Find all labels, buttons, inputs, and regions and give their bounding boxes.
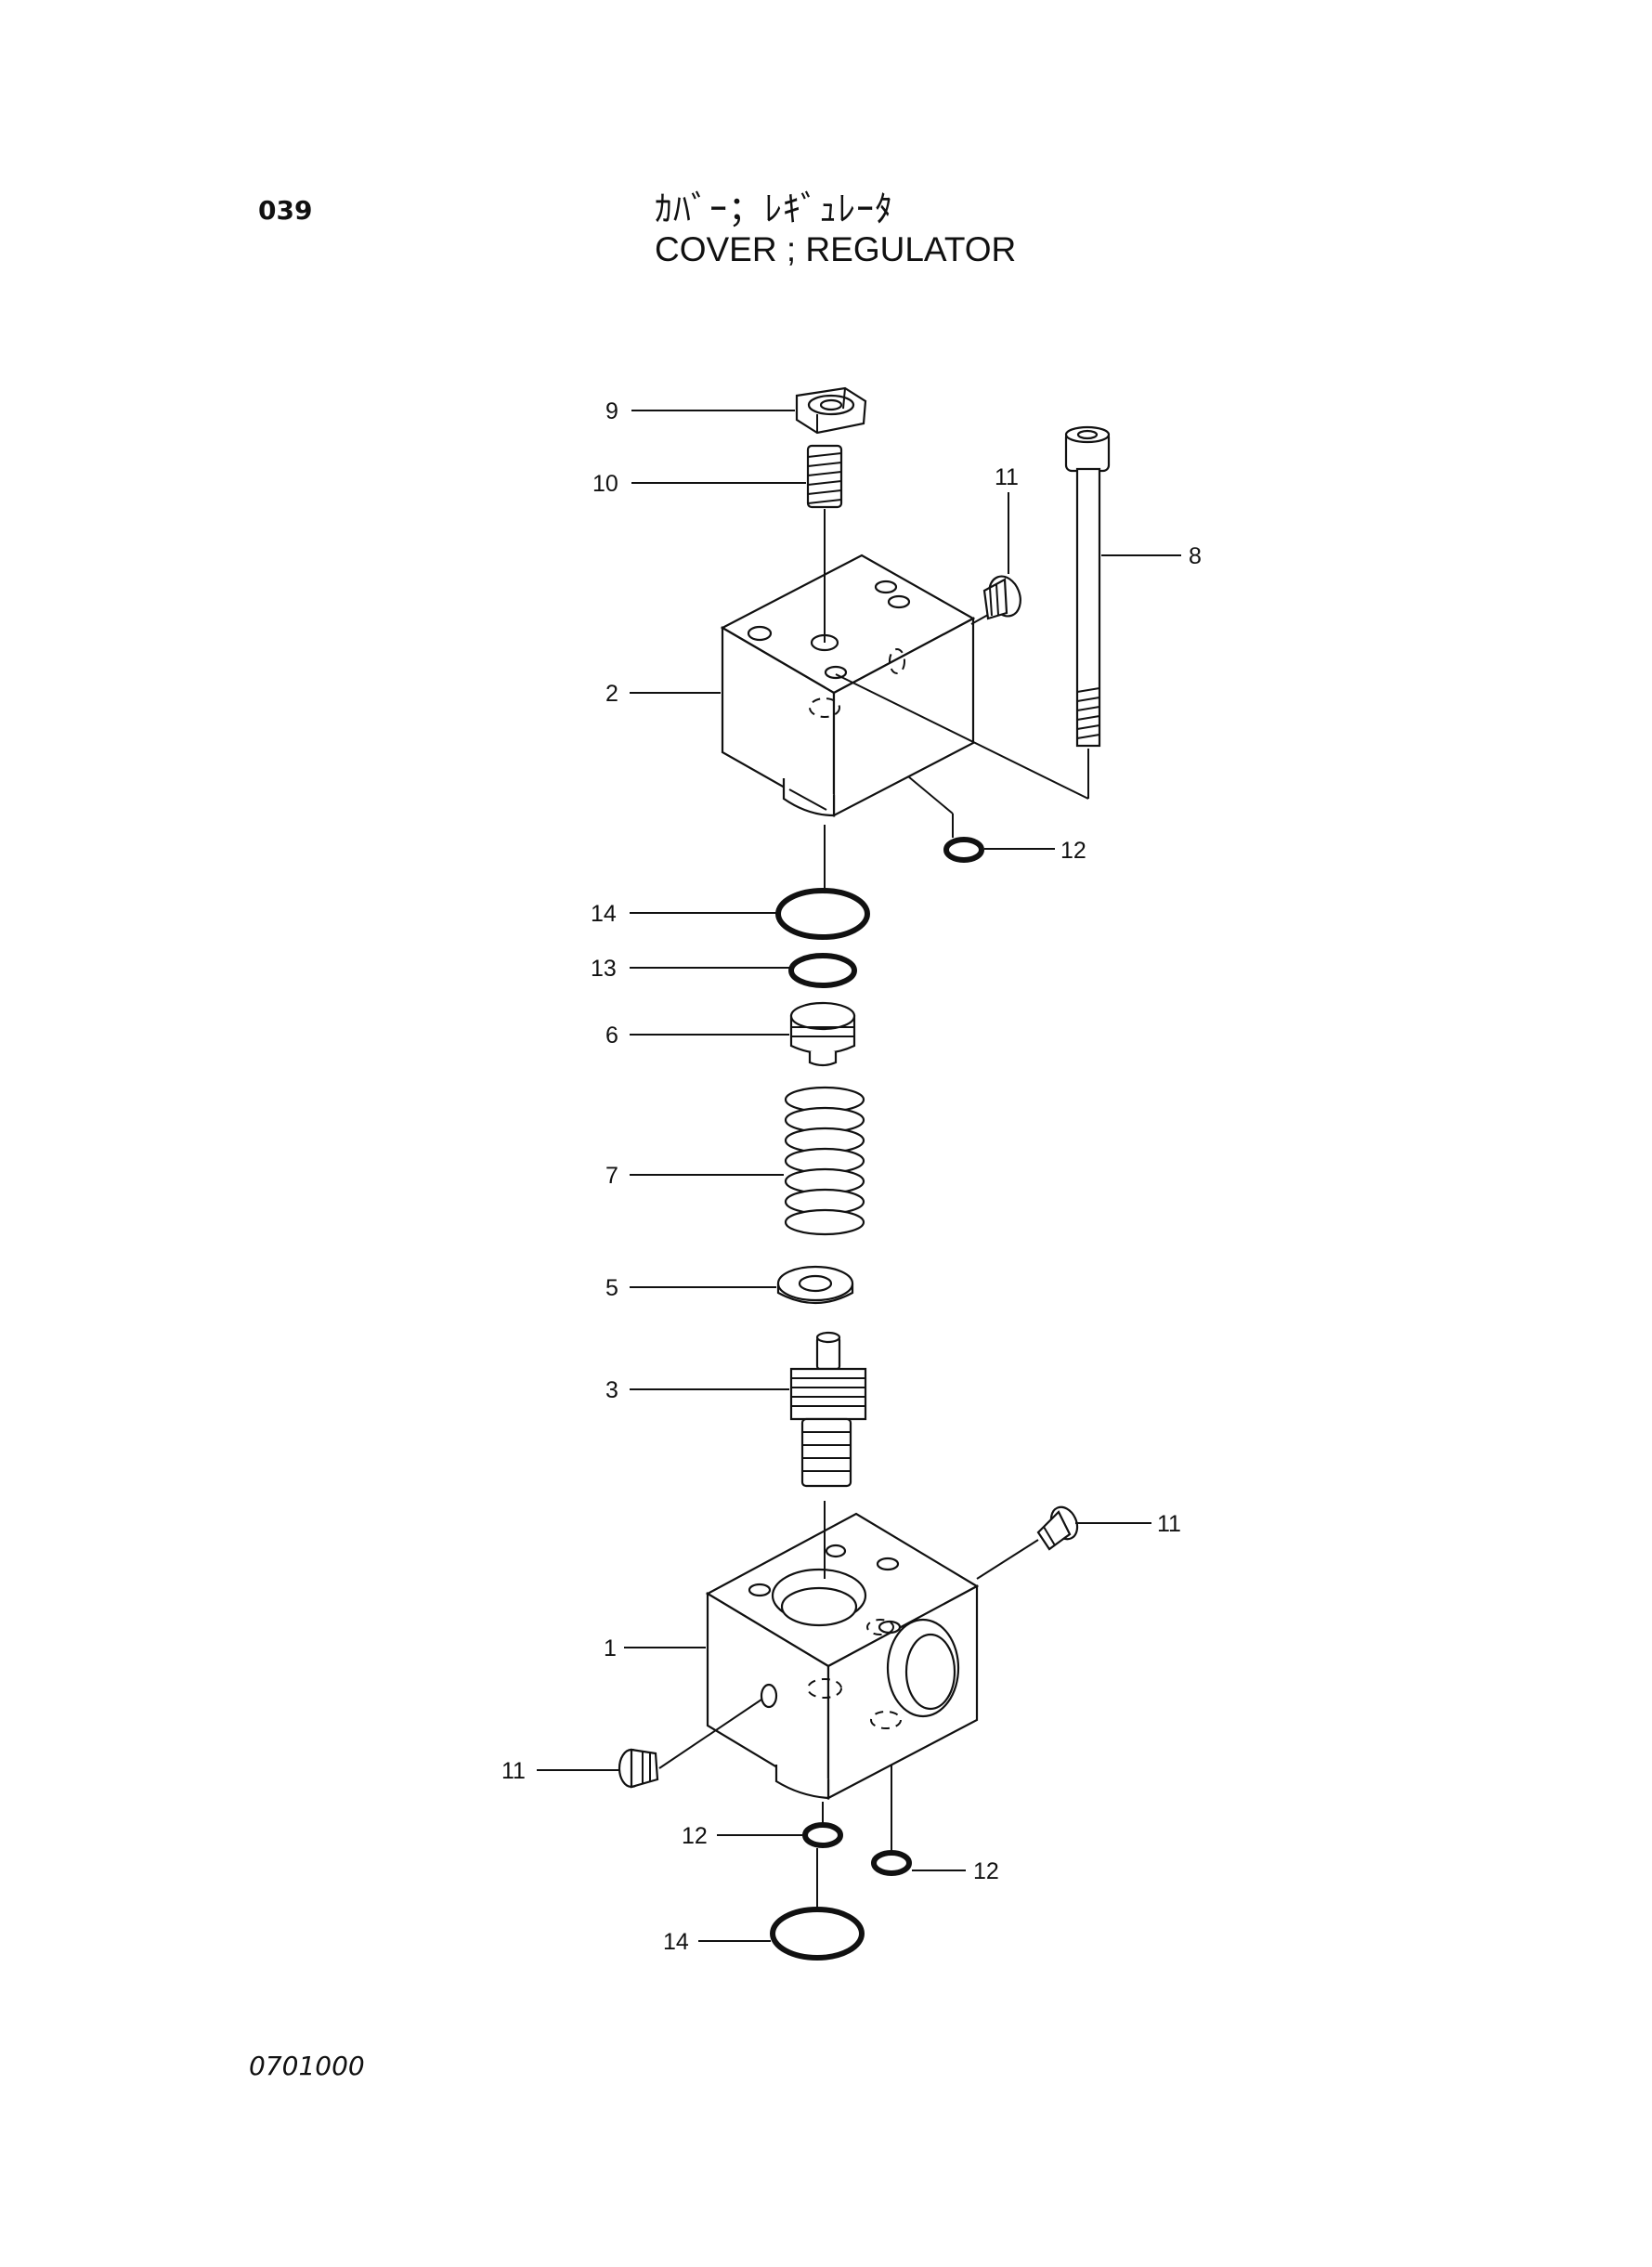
- part-12-o-ring-lower-right: [871, 1850, 912, 1876]
- document-code: 0701000: [249, 2051, 365, 2081]
- title-english: COVER ; REGULATOR: [655, 230, 1017, 268]
- part-14-o-ring-lower: [770, 1907, 865, 1961]
- callout-10: 10: [592, 471, 618, 497]
- part-9-nut: [795, 386, 867, 435]
- part-13-o-ring: [788, 953, 857, 988]
- part-5-washer: [776, 1265, 854, 1305]
- part-12-o-ring-lower-left: [802, 1822, 843, 1848]
- part-11-plug-upper: [982, 575, 1021, 620]
- callout-7: 7: [605, 1163, 618, 1189]
- part-3-spool: [789, 1331, 867, 1488]
- callout-5: 5: [605, 1275, 618, 1301]
- assembly-lines: [658, 509, 1089, 1908]
- callout-9: 9: [605, 398, 618, 424]
- callout-11-left: 11: [501, 1758, 526, 1784]
- callout-12-upper: 12: [1060, 838, 1086, 864]
- callout-14-lower: 14: [663, 1929, 689, 1955]
- callout-14-upper: 14: [591, 901, 617, 927]
- part-11-plug-left: [618, 1748, 659, 1789]
- part-14-o-ring-upper: [775, 888, 870, 940]
- page-number: 039: [258, 195, 313, 226]
- callout-11-right: 11: [1157, 1511, 1181, 1537]
- callout-12-lower-right: 12: [973, 1858, 999, 1884]
- callout-2: 2: [605, 681, 618, 707]
- part-12-o-ring-upper: [943, 837, 984, 863]
- part-7-spring: [784, 1086, 865, 1236]
- callout-labels: 9 10 11 8 2 12 14 13 6 7 5 3 11 1 11 12 …: [501, 398, 1202, 1955]
- leader-lines: [537, 410, 1181, 1942]
- part-11-plug-right: [1036, 1505, 1079, 1551]
- callout-3: 3: [605, 1377, 618, 1403]
- title-japanese: ｶﾊﾞｰ；ﾚｷﾞｭﾚｰﾀ: [655, 189, 894, 229]
- callout-6: 6: [605, 1023, 618, 1049]
- part-6-spring-seat: [789, 1001, 856, 1067]
- part-1-body-block: [705, 1512, 980, 1800]
- part-10-set-screw: [806, 444, 843, 509]
- callout-8: 8: [1189, 543, 1202, 569]
- callout-13: 13: [591, 956, 617, 982]
- part-8-socket-bolt: [1064, 425, 1111, 748]
- callout-1: 1: [604, 1635, 617, 1661]
- callout-11-upper: 11: [995, 464, 1019, 490]
- part-2-cover-block: [720, 554, 976, 817]
- callout-12-lower-left: 12: [682, 1823, 708, 1849]
